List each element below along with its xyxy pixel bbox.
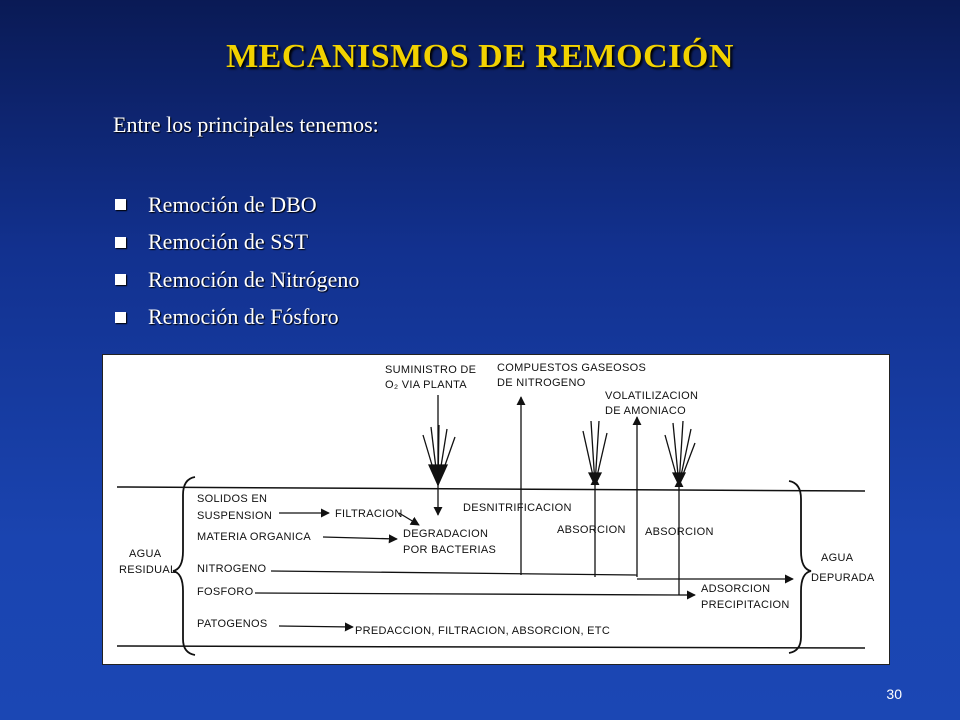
square-bullet-icon [115,274,126,286]
inlet-brace [172,476,196,656]
volatilization-label-line2: DE AMONIACO [605,405,686,417]
nitrogen-input: NITROGENO [197,563,266,575]
solids-input-line2: SUSPENSION [197,510,272,522]
square-bullet-icon [115,236,126,248]
outlet-brace [788,480,812,654]
bullet-text: Remoción de SST [148,229,309,255]
absorption-label-1: ABSORCION [557,524,626,536]
oxygen-supply-label-line2: O₂ VIA PLANTA [385,379,467,391]
adsorption-label-line2: PRECIPITACION [701,599,790,611]
adsorption-label-line1: ADSORCION [701,583,770,595]
absorption-label-2: ABSORCION [645,526,714,538]
bullet-item-phosphorus: Remoción de Fósforo [115,299,359,337]
nitrogen-main-line [270,570,638,576]
bullet-item-nitrogen: Remoción de Nitrógeno [115,261,359,299]
intro-text: Entre los principales tenemos: [113,112,379,137]
volatilization-label-line1: VOLATILIZACION [605,390,698,402]
degradation-label-line1: DEGRADACION [403,528,488,540]
page-number: 30 [886,686,902,702]
bullet-item-dbo: Remoción de DBO [115,186,359,224]
square-bullet-icon [115,199,126,211]
square-bullet-icon [115,311,126,323]
bed-bottom-line [116,645,866,649]
removal-mechanisms-diagram: AGUA RESIDUAL AGUA DEPURADA SUMINISTRO D… [102,354,890,665]
bullet-list: Remoción de DBO Remoción de SST Remoción… [115,186,359,336]
pathogen-removal-label: PREDACCION, FILTRACION, ABSORCION, ETC [355,625,610,637]
bullet-text: Remoción de Fósforo [148,304,339,330]
diagram-svg: AGUA RESIDUAL AGUA DEPURADA SUMINISTRO D… [116,362,875,656]
bullet-text: Remoción de DBO [148,191,317,217]
filtration-to-degradation-arrow [398,512,420,526]
slide-title: MECANISMOS DE REMOCIÓN [226,38,734,75]
oxygen-supply-label-line1: SUMINISTRO DE [385,364,476,376]
outlet-label-line2: DEPURADA [811,572,875,584]
inlet-label-line1: AGUA [129,548,162,560]
pathogen-arrow [278,622,354,632]
inlet-label-line2: RESIDUAL [119,564,176,576]
bullet-item-sst: Remoción de SST [115,224,359,262]
gaseous-compounds-label-line2: DE NITROGENO [497,377,586,389]
plant-icon [582,420,608,487]
bullet-text: Remoción de Nitrógeno [148,266,360,292]
phosphorus-input: FOSFORO [197,586,254,598]
organic-matter-input: MATERIA ORGANICA [197,531,311,543]
denitrification-label: DESNITRIFICACION [463,502,572,514]
plant-icon [422,424,456,487]
filtration-label: FILTRACION [335,508,403,520]
gaseous-compounds-label-line1: COMPUESTOS GASEOSOS [497,362,646,374]
water-surface-line [116,486,866,492]
outlet-label-line1: AGUA [821,552,854,564]
pathogens-input: PATOGENOS [197,618,268,630]
degradation-label-line2: POR BACTERIAS [403,544,496,556]
organic-to-degradation-arrow [322,534,398,544]
plant-icon [664,420,696,487]
solids-input-line1: SOLIDOS EN [197,493,267,505]
phosphorus-line [254,592,680,596]
